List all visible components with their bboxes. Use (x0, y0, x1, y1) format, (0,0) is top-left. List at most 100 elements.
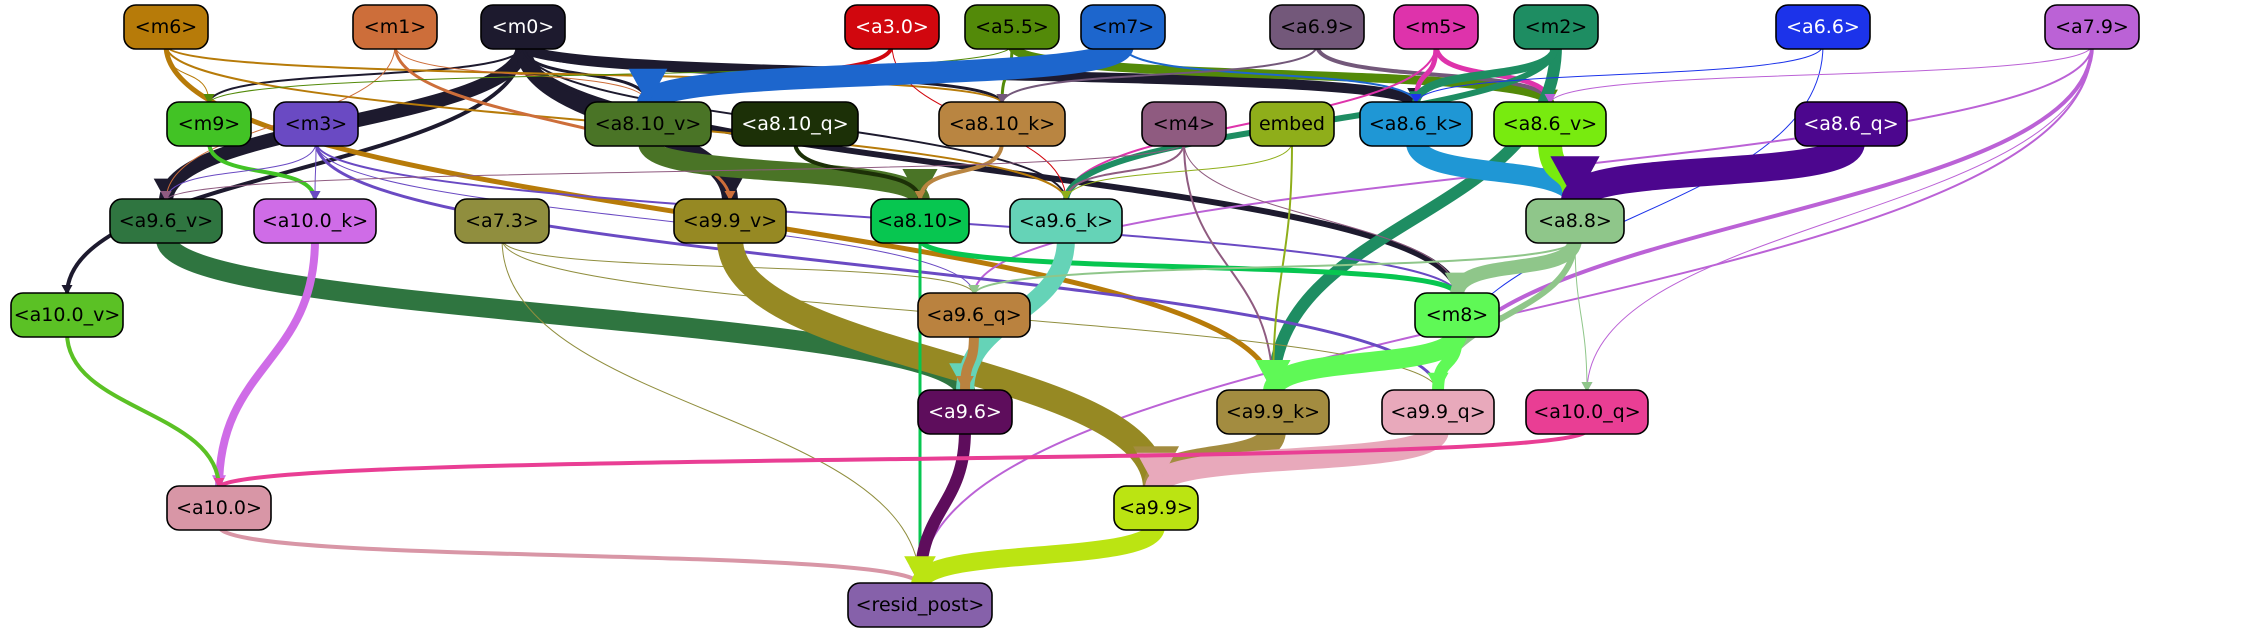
node-a7-9[interactable]: <a7.9> (2044, 4, 2140, 50)
edge-arrowhead-a10-0-q-to-a10-0 (213, 478, 225, 488)
node-m7[interactable]: <m7> (1080, 4, 1166, 50)
edge-arrowhead-a8-10-v-to-a8-10 (902, 169, 938, 201)
node-label-a6-6: <a6.6> (1786, 16, 1860, 38)
node-label-m0: <m0> (492, 16, 554, 38)
node-m4[interactable]: <m4> (1141, 101, 1227, 147)
node-box-a8-6-v (1493, 101, 1607, 147)
node-box-a9-6 (917, 389, 1013, 435)
node-label-m2: <m2> (1525, 16, 1587, 38)
node-label-m8: <m8> (1426, 304, 1488, 326)
node-a9-6-k[interactable]: <a9.6_k> (1009, 198, 1123, 244)
node-label-a5-5: <a5.5> (975, 16, 1049, 38)
node-a8-8[interactable]: <a8.8> (1525, 198, 1625, 244)
node-box-m4 (1141, 101, 1227, 147)
node-m9[interactable]: <m9> (166, 101, 252, 147)
edge-arrowhead-m1-to-a9-9-v (724, 191, 736, 201)
node-box-m8 (1414, 292, 1500, 338)
node-label-a9-9: <a9.9> (1119, 497, 1193, 519)
node-box-m0 (480, 4, 566, 50)
node-a9-9-k[interactable]: <a9.9_k> (1216, 389, 1330, 435)
node-a9-9[interactable]: <a9.9> (1113, 485, 1199, 531)
node-label-a9-6-q: <a9.6_q> (926, 304, 1021, 326)
node-label-a8-10-q: <a8.10_q> (741, 113, 848, 135)
node-box-a10-0-q (1525, 389, 1649, 435)
node-a8-6-k[interactable]: <a8.6_k> (1359, 101, 1473, 147)
edge-a8-10-v-to-a8-10 (638, 132, 930, 211)
edge-a9-9-v-to-a9-9 (717, 226, 1169, 501)
edge-a8-10-k-to-a8-10 (918, 140, 1004, 203)
node-box-a9-9-v (673, 198, 787, 244)
node-a9-6-v[interactable]: <a9.6_v> (109, 198, 223, 244)
node-label-a6-9: <a6.9> (1280, 16, 1354, 38)
node-a3-0[interactable]: <a3.0> (844, 4, 940, 50)
edge-arrowhead-embed-to-a9-6-k (1060, 191, 1072, 201)
node-label-a10-0: <a10.0> (176, 497, 262, 519)
node-label-m1: <m1> (364, 16, 426, 38)
node-box-a8-10-k (938, 101, 1066, 147)
node-a8-10[interactable]: <a8.10> (870, 198, 970, 244)
edge-arrowhead-a9-9-to-resid-post (904, 556, 936, 585)
edge-m3-to-a9-9-q (314, 140, 1440, 394)
edge-m7-to-a8-6-k (1122, 44, 1417, 105)
node-a9-6-q[interactable]: <a9.6_q> (917, 292, 1031, 338)
node-m5[interactable]: <m5> (1393, 4, 1479, 50)
node-a5-5[interactable]: <a5.5> (964, 4, 1060, 50)
edge-m1-to-a8-10-v (394, 44, 649, 105)
node-a8-10-k[interactable]: <a8.10_k> (938, 101, 1066, 147)
node-label-a10-0-q: <a10.0_q> (1533, 401, 1640, 423)
node-a6-9[interactable]: <a6.9> (1269, 4, 1365, 50)
node-box-m9 (166, 101, 252, 147)
node-box-a10-0-v (10, 292, 124, 338)
edge-m7-to-a8-10-v (637, 34, 1134, 115)
node-a9-6[interactable]: <a9.6> (917, 389, 1013, 435)
edge-arrowhead-m0-to-a10-0-v (61, 285, 73, 295)
node-a7-3[interactable]: <a7.3> (454, 198, 550, 244)
node-m2[interactable]: <m2> (1513, 4, 1599, 50)
node-a8-6-v[interactable]: <a8.6_v> (1493, 101, 1607, 147)
node-a10-0[interactable]: <a10.0> (166, 485, 272, 531)
node-a10-0-q[interactable]: <a10.0_q> (1525, 389, 1649, 435)
node-label-a8-8: <a8.8> (1538, 210, 1612, 232)
node-label-a8-10: <a8.10> (877, 210, 963, 232)
node-a9-9-q[interactable]: <a9.9_q> (1381, 389, 1495, 435)
node-a9-9-v[interactable]: <a9.9_v> (673, 198, 787, 244)
node-a8-10-q[interactable]: <a8.10_q> (731, 101, 859, 147)
node-label-a7-3: <a7.3> (465, 210, 539, 232)
node-box-m1 (352, 4, 438, 50)
node-label-a9-9-v: <a9.9_v> (683, 210, 777, 232)
node-box-a9-9-q (1381, 389, 1495, 435)
node-label-a3-0: <a3.0> (855, 16, 929, 38)
node-a10-0-k[interactable]: <a10.0_k> (253, 198, 377, 244)
node-a8-10-v[interactable]: <a8.10_v> (584, 101, 712, 147)
node-box-a3-0 (844, 4, 940, 50)
node-embed[interactable]: embed (1249, 101, 1335, 147)
edge-m0-to-a10-0-v (65, 43, 525, 297)
node-label-a9-9-q: <a9.9_q> (1390, 401, 1485, 423)
edge-a6-9-to-a8-10-k (1001, 44, 1318, 105)
nodes-layer: <m6> <m1> <m0> <a3.0> <a5.5> <m7> <a6.9> <m5> <m… (10, 4, 2140, 628)
edges-layer (61, 34, 2094, 594)
node-m0[interactable]: <m0> (480, 4, 566, 50)
node-a8-6-q[interactable]: <a8.6_q> (1794, 101, 1908, 147)
edge-m3-to-a9-6-q (315, 141, 975, 296)
node-a6-6[interactable]: <a6.6> (1775, 4, 1871, 50)
node-a10-0-v[interactable]: <a10.0_v> (10, 292, 124, 338)
node-label-a8-10-v: <a8.10_v> (595, 113, 702, 135)
node-label-m4: <m4> (1153, 113, 1215, 135)
edge-arrowhead-a6-9-to-a8-10-k (996, 94, 1008, 104)
node-m6[interactable]: <m6> (123, 4, 209, 50)
edge-arrowhead-a7-9-to-a8-6-v (1544, 94, 1556, 104)
node-m3[interactable]: <m3> (273, 101, 359, 147)
edge-a8-8-to-m8 (1450, 232, 1582, 302)
node-label-a8-6-q: <a8.6_q> (1803, 113, 1898, 135)
edge-arrowhead-m4-to-a9-6-v (160, 191, 172, 201)
node-label-a9-6-k: <a9.6_k> (1019, 210, 1113, 232)
node-resid-post[interactable]: <resid_post> (847, 582, 993, 628)
edge-a8-10-to-m8 (917, 236, 1460, 298)
node-m8[interactable]: <m8> (1414, 292, 1500, 338)
edge-a10-0-v-to-a10-0 (65, 331, 221, 490)
node-box-a9-6-k (1009, 198, 1123, 244)
node-m1[interactable]: <m1> (352, 4, 438, 50)
edge-a6-9-to-a8-6-v (1315, 43, 1552, 106)
edge-arrowhead-m3-to-a10-0-k (309, 191, 321, 201)
